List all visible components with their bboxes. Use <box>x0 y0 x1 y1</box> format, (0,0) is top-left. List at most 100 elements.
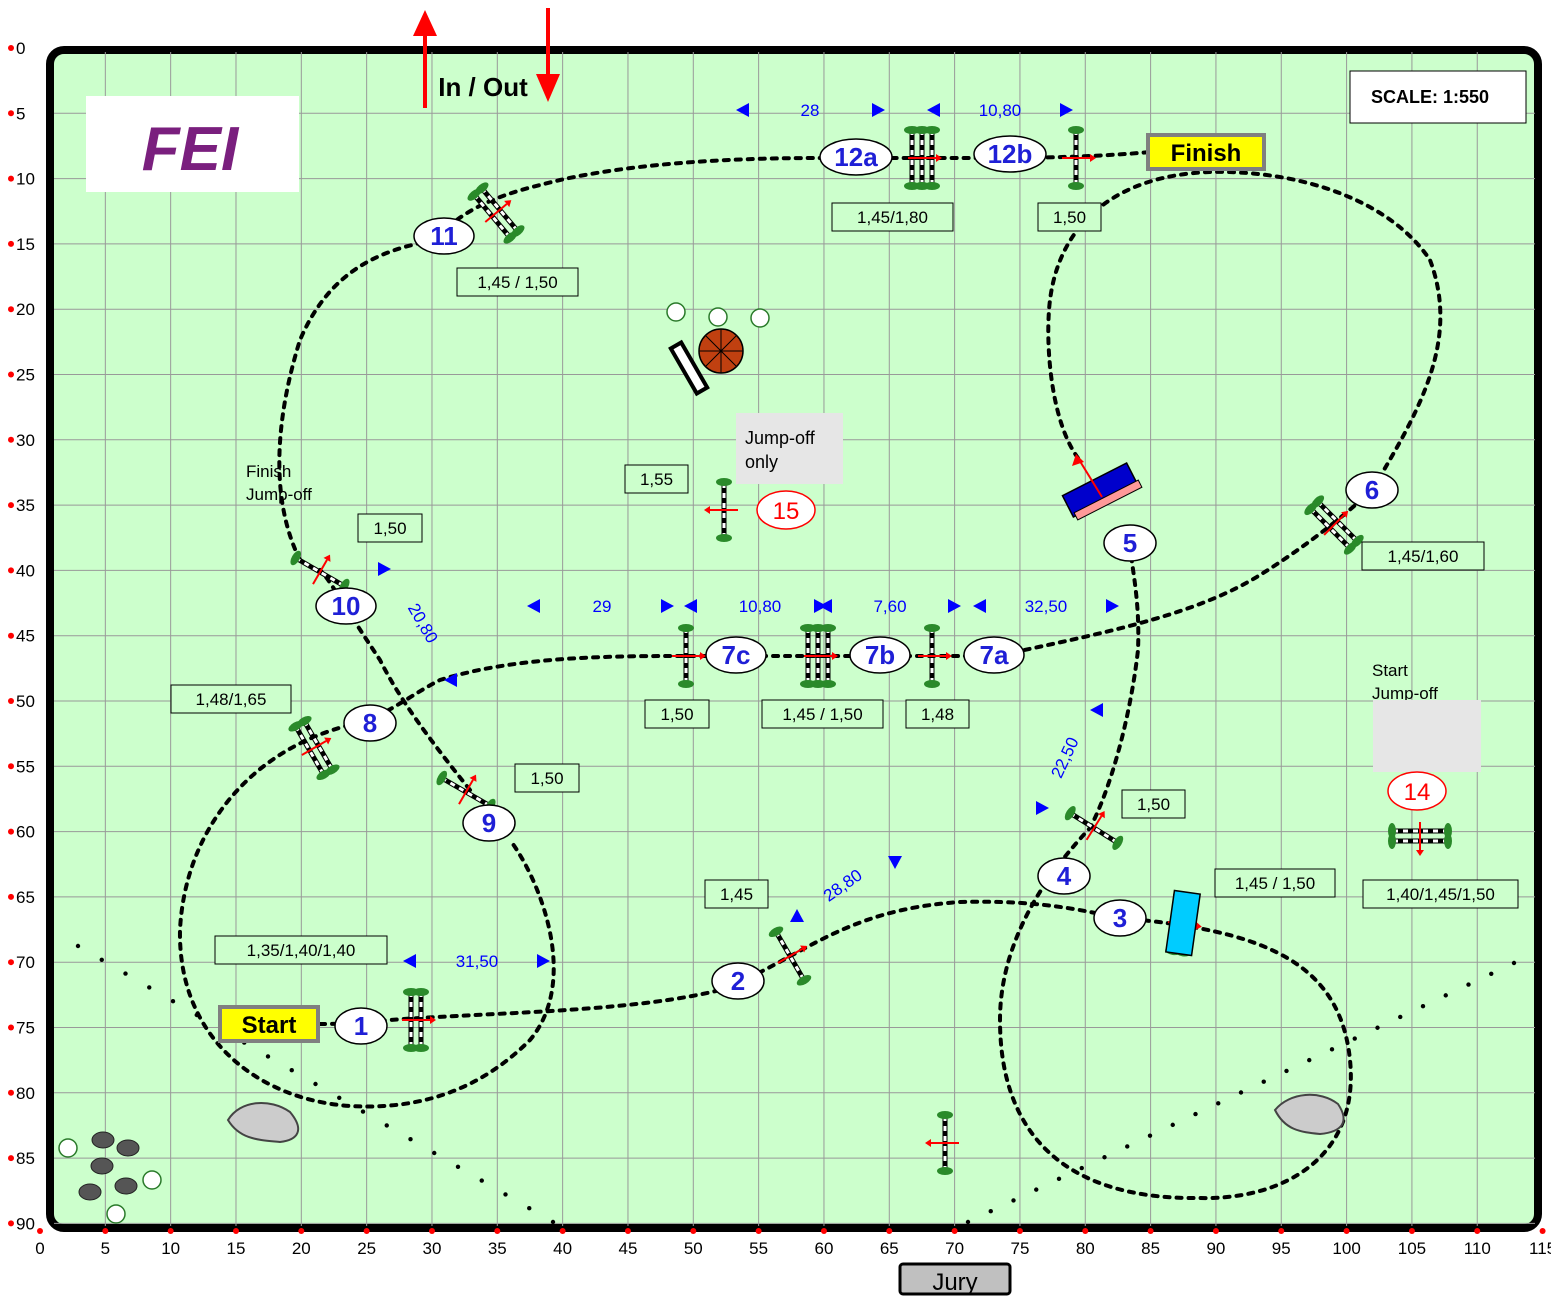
y-tick-dot <box>8 45 14 51</box>
x-tick-label: 80 <box>1076 1239 1095 1258</box>
x-tick-dot <box>690 1228 697 1234</box>
y-tick-label: 90 <box>16 1214 35 1233</box>
distance-arrow-icon <box>1060 103 1073 117</box>
x-tick-label: 0 <box>35 1239 44 1258</box>
x-tick-dot <box>1539 1228 1546 1234</box>
y-tick-label: 65 <box>16 888 35 907</box>
y-tick-dot <box>8 1155 14 1162</box>
x-tick-dot <box>167 1228 174 1234</box>
distance-arrow-icon <box>736 103 749 117</box>
height-label-7a: 1,48 <box>921 705 954 724</box>
hedge-icon <box>226 1093 1345 1144</box>
distance-d_line7_c: 7,60 <box>873 597 906 616</box>
x-tick-dot <box>363 1228 370 1234</box>
y-tick-label: 55 <box>16 757 35 776</box>
x-tick-label: 90 <box>1206 1239 1225 1258</box>
obstacle-number-11: 11 <box>413 217 475 255</box>
height-label-11: 1,45 / 1,50 <box>477 273 557 292</box>
fence-spare <box>925 1111 959 1175</box>
distance-arrow-icon <box>872 103 885 117</box>
obstacle-label-2: 2 <box>731 966 745 996</box>
obstacle-number-4: 4 <box>1037 857 1091 895</box>
y-tick-dot <box>8 1024 14 1031</box>
distance-arrow-icon <box>527 599 540 613</box>
y-tick-dot <box>8 371 14 378</box>
y-tick-dot <box>8 1220 14 1227</box>
distance-arrow-icon <box>819 599 832 613</box>
height-label-12a: 1,45/1,80 <box>857 208 928 227</box>
distance-d_line7_a: 29 <box>593 597 612 616</box>
start-jumpoff-line1: Start <box>1372 661 1408 680</box>
fence-12a <box>904 126 942 190</box>
y-tick-dot <box>8 306 14 313</box>
fence-7a <box>918 624 952 688</box>
x-tick-label: 70 <box>945 1239 964 1258</box>
jumpoff-note-15-line1: Jump-off <box>745 428 816 448</box>
y-tick-dot <box>8 436 14 443</box>
distance-d_12a_12b_a: 28 <box>801 101 820 120</box>
y-tick-label: 10 <box>16 170 35 189</box>
x-tick-label: 25 <box>357 1239 376 1258</box>
y-tick-dot <box>8 502 14 509</box>
x-tick-dot <box>755 1228 762 1234</box>
jumpoff-note-14 <box>1373 700 1481 772</box>
y-tick-label: 80 <box>16 1084 35 1103</box>
x-tick-label: 55 <box>749 1239 768 1258</box>
jury-label: Jury <box>932 1269 977 1296</box>
entrance: In / Out <box>413 8 560 108</box>
y-tick-dot <box>8 632 14 639</box>
x-tick-label: 75 <box>1010 1239 1029 1258</box>
x-tick-dot <box>232 1228 239 1234</box>
y-tick-label: 0 <box>16 39 25 58</box>
jumpoff-note-15: Jump-off only <box>736 413 843 484</box>
jumpoff-note-15-line2: only <box>745 452 778 472</box>
fence-12b <box>1062 126 1096 190</box>
height-label-12b: 1,50 <box>1053 208 1086 227</box>
x-tick-dot <box>820 1228 827 1234</box>
scale-label: SCALE: 1:550 <box>1371 87 1489 107</box>
x-tick-label: 45 <box>619 1239 638 1258</box>
x-tick-label: 105 <box>1398 1239 1426 1258</box>
x-tick-dot <box>37 1228 43 1234</box>
jury-box: Jury <box>898 1262 1012 1296</box>
x-tick-label: 100 <box>1332 1239 1360 1258</box>
y-tick-dot <box>8 567 14 574</box>
finish-label: Finish <box>1171 140 1242 167</box>
height-label-2: 1,45 <box>720 885 753 904</box>
x-tick-dot <box>1212 1228 1219 1234</box>
water-fence-5 <box>1061 454 1143 521</box>
y-tick-label: 45 <box>16 627 35 646</box>
start-jumpoff-label: Start Jump-off <box>1372 661 1438 703</box>
height-label-7b: 1,45 / 1,50 <box>782 705 862 724</box>
x-tick-dot <box>1408 1228 1415 1234</box>
obstacle-number-1: 1 <box>334 1007 388 1045</box>
fence-1 <box>402 988 436 1052</box>
x-tick-dot <box>951 1228 958 1234</box>
obstacle-number-12b: 12b <box>973 135 1047 173</box>
obstacle-label-4: 4 <box>1057 861 1072 891</box>
x-tick-label: 110 <box>1464 1239 1491 1258</box>
y-tick-label: 15 <box>16 235 35 254</box>
y-tick-label: 60 <box>16 823 35 842</box>
obstacle-number-7a: 7a <box>963 636 1025 674</box>
x-tick-dot <box>102 1228 109 1234</box>
x-tick-dot <box>1082 1228 1089 1234</box>
x-tick-label: 60 <box>814 1239 833 1258</box>
obstacle-label-12b: 12b <box>988 139 1033 169</box>
x-tick-label: 10 <box>161 1239 180 1258</box>
height-label-3: 1,45 / 1,50 <box>1235 874 1315 893</box>
obstacle-number-2: 2 <box>711 962 765 1000</box>
obstacle-label-8: 8 <box>363 708 377 738</box>
x-tick-label: 20 <box>292 1239 311 1258</box>
y-tick-label: 40 <box>16 561 35 580</box>
y-tick-label: 25 <box>16 365 35 384</box>
y-tick-label: 75 <box>16 1018 35 1037</box>
x-tick-label: 65 <box>880 1239 899 1258</box>
y-tick-label: 5 <box>16 104 25 123</box>
height-label-8: 1,48/1,65 <box>196 690 267 709</box>
x-tick-dot <box>1474 1228 1481 1234</box>
x-tick-label: 85 <box>1141 1239 1160 1258</box>
distance-arrow-icon <box>537 954 550 968</box>
